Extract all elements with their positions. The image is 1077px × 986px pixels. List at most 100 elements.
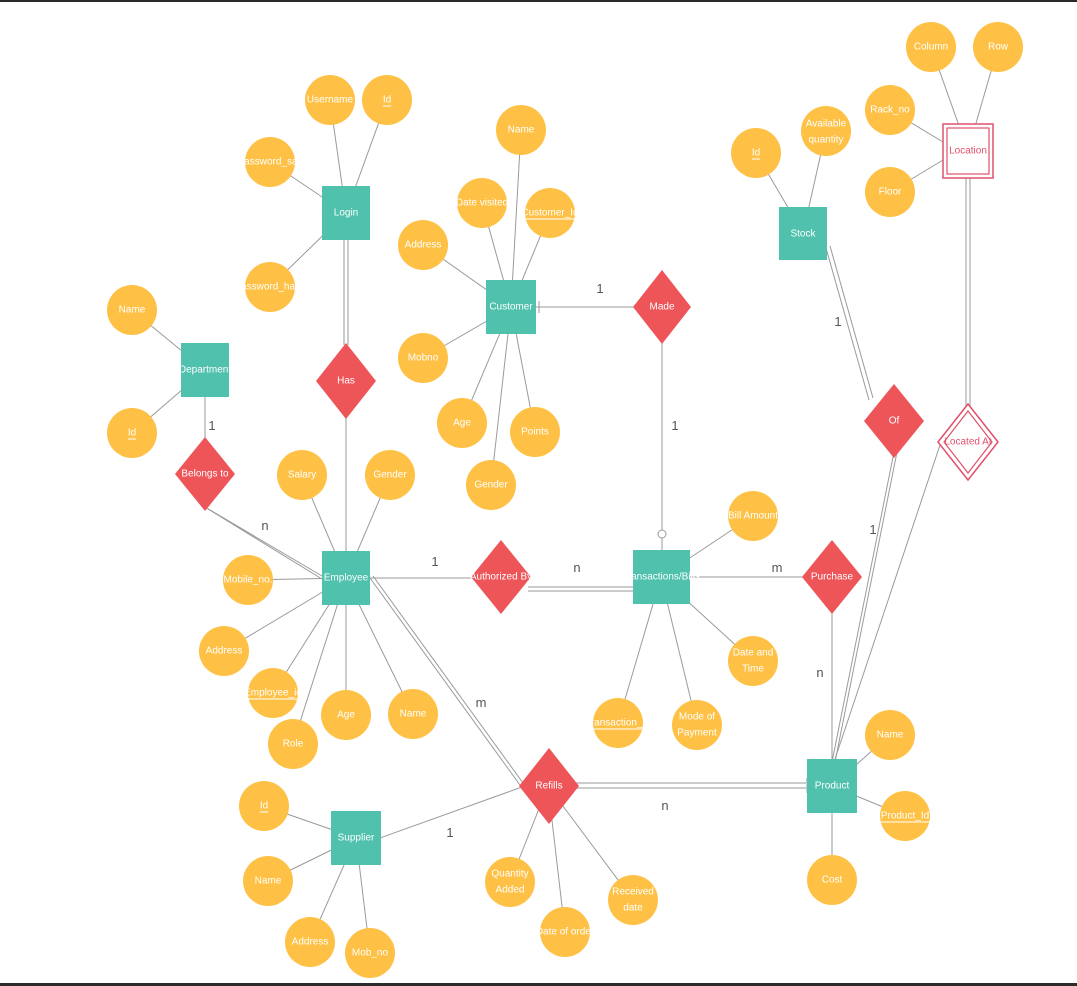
attr-mobno[interactable]: Mobno <box>398 333 448 383</box>
attr-stock-id[interactable]: Id <box>731 128 781 178</box>
connector-line <box>829 245 874 399</box>
attr-department-id[interactable]: Id <box>107 408 157 458</box>
attr-password-hash[interactable]: Password_hash <box>234 262 306 312</box>
attr-rack-no[interactable]: Rack_no <box>865 85 915 135</box>
attr-mob-no[interactable]: Mob_no <box>345 928 395 978</box>
rel-authorized-by[interactable]: Authorized By <box>470 540 532 614</box>
entity-employee[interactable]: Employee <box>322 551 370 605</box>
connector-line <box>833 441 942 763</box>
entity-department[interactable]: Department <box>179 343 231 397</box>
zero-marker <box>657 529 667 539</box>
attr-column[interactable]: Column <box>906 22 956 72</box>
attr-customer-id[interactable]: Customer_Id <box>521 188 579 238</box>
svg-text:Received: Received <box>612 887 654 898</box>
attr-password-salt[interactable]: Password_salt <box>237 137 303 187</box>
attr-salary[interactable]: Salary <box>277 450 327 500</box>
attr-employee-gender[interactable]: Gender <box>365 450 415 500</box>
attr-date-of-order[interactable]: Date of order <box>536 907 595 957</box>
attr-login-id[interactable]: Id <box>362 75 412 125</box>
svg-text:Payment: Payment <box>677 728 717 739</box>
attr-date-visited[interactable]: Date visited <box>456 178 508 228</box>
svg-text:Made: Made <box>649 302 674 313</box>
svg-text:Password_hash: Password_hash <box>234 282 305 293</box>
svg-text:Age: Age <box>453 418 471 429</box>
attr-customer-age[interactable]: Age <box>437 398 487 448</box>
svg-text:Username: Username <box>307 95 354 106</box>
svg-text:Id: Id <box>383 95 391 106</box>
svg-text:Employee_id: Employee_id <box>244 688 302 699</box>
connector-line <box>834 451 898 763</box>
attr-transaction-id[interactable]: Transaction_Id <box>585 698 651 748</box>
attr-customer-name[interactable]: Name <box>496 105 546 155</box>
attr-customer-gender[interactable]: Gender <box>466 460 516 510</box>
attr-employee-age[interactable]: Age <box>321 690 371 740</box>
svg-text:Login: Login <box>334 208 358 219</box>
svg-text:Available: Available <box>806 119 847 130</box>
entity-supplier[interactable]: Supplier <box>331 811 381 865</box>
attr-username[interactable]: Username <box>305 75 355 125</box>
svg-text:Mobno: Mobno <box>408 353 439 364</box>
cardinality-label: 1 <box>446 825 453 840</box>
rel-located-at[interactable]: Located At <box>937 402 999 482</box>
attr-row[interactable]: Row <box>973 22 1023 72</box>
entity-location[interactable]: Location <box>942 123 994 179</box>
svg-text:Gender: Gender <box>373 470 407 481</box>
attr-department-name[interactable]: Name <box>107 285 157 335</box>
entity-customer[interactable]: Customer <box>486 280 536 334</box>
svg-text:Has: Has <box>337 376 355 387</box>
attr-mobile-no[interactable]: Mobile_no. <box>223 555 273 605</box>
svg-text:Quantity: Quantity <box>491 869 528 880</box>
svg-text:Address: Address <box>292 937 329 948</box>
connector-line <box>207 508 323 580</box>
entity-stock[interactable]: Stock <box>779 207 827 260</box>
attr-customer-address[interactable]: Address <box>398 220 448 270</box>
attr-mode-of-payment[interactable]: Mode of Payment <box>672 700 722 750</box>
svg-text:Mode of: Mode of <box>679 712 715 723</box>
svg-text:Refills: Refills <box>535 781 562 792</box>
attr-received-date[interactable]: Received date <box>608 875 658 925</box>
entity-product[interactable]: Product <box>807 759 857 813</box>
rel-of[interactable]: Of <box>864 384 924 458</box>
connector-line <box>372 575 524 784</box>
cardinality-label: 1 <box>869 522 876 537</box>
svg-text:Address: Address <box>405 240 442 251</box>
svg-text:Bill Amount: Bill Amount <box>728 511 778 522</box>
svg-text:date: date <box>623 903 643 914</box>
svg-text:Date of order: Date of order <box>536 927 595 938</box>
svg-text:Floor: Floor <box>879 187 902 198</box>
attr-product-id[interactable]: Product_Id <box>880 791 930 841</box>
svg-text:Stock: Stock <box>790 229 816 240</box>
rel-belongs-to[interactable]: Belongs to <box>175 437 235 511</box>
svg-text:Department: Department <box>179 365 231 376</box>
attr-floor[interactable]: Floor <box>865 167 915 217</box>
rel-refills[interactable]: Refills <box>519 748 579 824</box>
attr-supplier-name[interactable]: Name <box>243 856 293 906</box>
rel-purchase[interactable]: Purchase <box>802 540 862 614</box>
entity-transactions[interactable]: Transactions/Bills <box>622 550 700 604</box>
svg-text:Customer_Id: Customer_Id <box>521 208 578 219</box>
attr-bill-amount[interactable]: Bill Amount <box>728 491 778 541</box>
attr-role[interactable]: Role <box>268 719 318 769</box>
attr-points[interactable]: Points <box>510 407 560 457</box>
attr-supplier-id[interactable]: Id <box>239 781 289 831</box>
svg-text:Row: Row <box>988 42 1009 53</box>
connector-line <box>831 451 895 763</box>
svg-text:Name: Name <box>119 305 146 316</box>
svg-text:Product_Id: Product_Id <box>881 811 929 822</box>
attr-supplier-address[interactable]: Address <box>285 917 335 967</box>
attr-employee-name[interactable]: Name <box>388 689 438 739</box>
attr-cost[interactable]: Cost <box>807 855 857 905</box>
cardinality-label: n <box>573 560 580 575</box>
attr-product-name[interactable]: Name <box>865 710 915 760</box>
rel-made[interactable]: Made <box>633 270 691 344</box>
rel-has[interactable]: Has <box>316 343 376 419</box>
attr-employee-address[interactable]: Address <box>199 626 249 676</box>
attr-employee-id[interactable]: Employee_id <box>244 668 302 718</box>
entity-login[interactable]: Login <box>322 186 370 240</box>
cardinality-labels: 1 1 1 1 1 n 1 n m n m 1 n <box>208 281 876 840</box>
svg-text:Age: Age <box>337 710 355 721</box>
